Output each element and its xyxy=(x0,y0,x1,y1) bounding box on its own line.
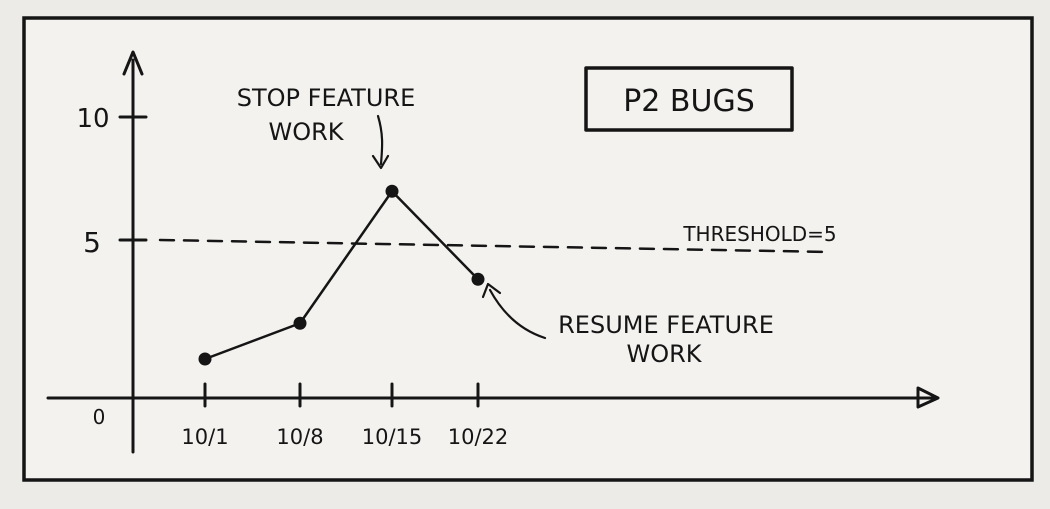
annotation-stop-line2: WORK xyxy=(268,118,344,146)
annotation-stop-arrow xyxy=(376,114,384,166)
annotation-stop-arrowhead xyxy=(371,154,390,170)
y-axis-arrow xyxy=(122,50,144,76)
annotation-resume-line1: RESUME FEATURE xyxy=(558,311,774,339)
threshold-label: THRESHOLD=5 xyxy=(682,222,836,246)
y-tick-label-0: 0 xyxy=(93,405,106,429)
title-box xyxy=(584,66,794,132)
data-point xyxy=(198,352,212,366)
annotation-resume-arrowhead xyxy=(481,282,502,299)
chart-frame xyxy=(22,16,1034,482)
x-tick-label: 10/22 xyxy=(448,425,509,449)
data-point xyxy=(293,316,307,330)
data-point xyxy=(385,184,399,198)
x-tick-label: 10/8 xyxy=(276,425,323,449)
x-tick-label: 10/15 xyxy=(362,425,423,449)
data-point xyxy=(471,272,485,286)
annotation-resume-arrow xyxy=(488,288,547,340)
x-tick-label: 10/1 xyxy=(181,425,228,449)
annotation-resume-line2: WORK xyxy=(626,340,702,368)
y-tick-label-5: 5 xyxy=(83,226,101,259)
y-tick-label-10: 10 xyxy=(76,104,109,134)
threshold-line xyxy=(158,238,832,254)
chart-title: P2 BUGS xyxy=(623,84,755,119)
x-axis-arrow xyxy=(916,386,940,409)
series-line xyxy=(203,190,480,361)
annotation-stop-line1: STOP FEATURE xyxy=(237,84,415,112)
